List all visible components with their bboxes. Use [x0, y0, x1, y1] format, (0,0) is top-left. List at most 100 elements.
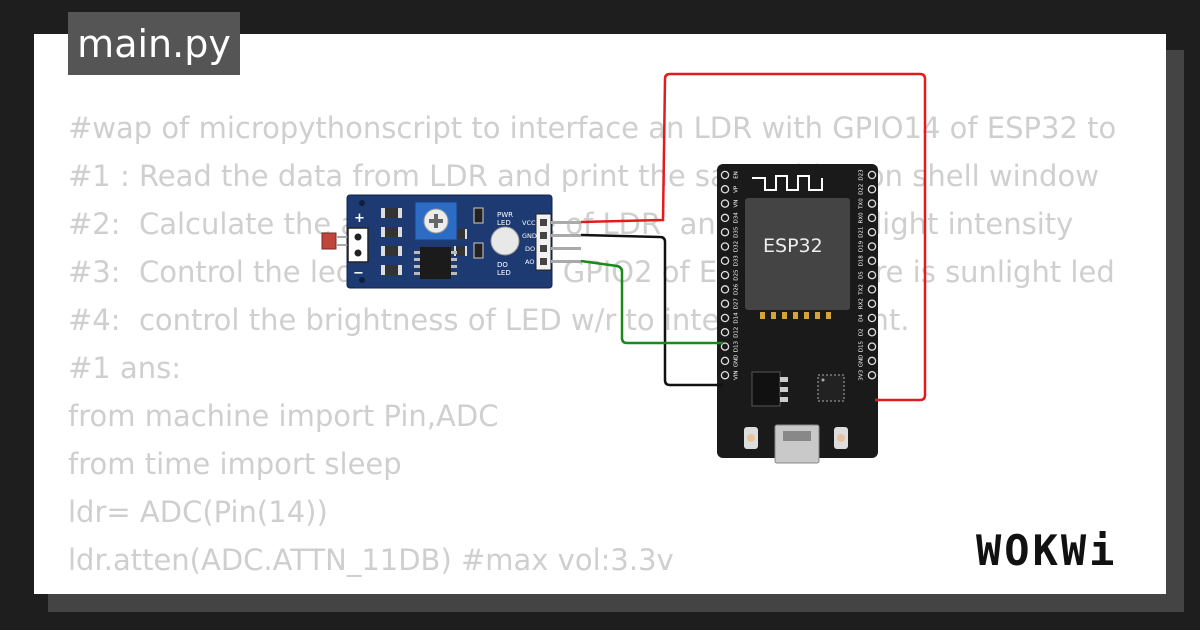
esp32-pin-label: VP — [734, 185, 740, 193]
esp32-pin[interactable] — [867, 242, 877, 251]
esp32-pin[interactable] — [720, 270, 730, 280]
esp32-module — [745, 198, 850, 310]
pwr-led-label: LED — [497, 219, 511, 227]
esp32-pin-label: D4 — [859, 314, 865, 322]
esp32-pin[interactable] — [867, 356, 877, 366]
code-line: from machine import Pin,ADC — [68, 399, 499, 433]
ldr-header-pins — [551, 221, 581, 263]
esp32-pin-label: D25 — [734, 269, 740, 281]
esp32-pin-label: D19 — [859, 240, 865, 252]
esp32-pin[interactable] — [720, 242, 730, 251]
esp32-pin-label: D15 — [859, 340, 865, 352]
esp32-pin-label: VN — [734, 200, 740, 208]
boot-button[interactable] — [744, 427, 758, 449]
minus-label: − — [353, 266, 364, 281]
do-led-label: LED — [497, 269, 511, 277]
esp32-pin-label: D34 — [734, 212, 740, 224]
code-line: ldr.atten(ADC.ATTN_11DB) #max vol:3.3v — [68, 543, 674, 577]
code-line: from time import sleep — [68, 447, 402, 481]
esp32-pin[interactable] — [720, 356, 730, 366]
antenna-trace — [752, 175, 823, 191]
esp32-pin-label: RX2 — [859, 298, 865, 309]
esp32-pin[interactable] — [867, 270, 877, 280]
esp32-board[interactable]: ESP32 ENVPVND34D35D32D33D25D26D27D14D12D… — [717, 164, 878, 464]
do-led-label: DO — [497, 261, 508, 269]
file-tab[interactable]: main.py — [68, 12, 240, 75]
esp32-pin-holes — [720, 170, 877, 380]
esp32-pin-label: GND — [734, 355, 740, 368]
esp32-pin[interactable] — [720, 342, 730, 351]
pwr-led — [473, 207, 484, 224]
smd-resistors — [381, 208, 467, 275]
esp32-pin-label: TX2 — [859, 284, 865, 296]
esp32-pin-label: D32 — [734, 241, 740, 252]
esp32-pin[interactable] — [720, 285, 730, 294]
pin-label-vcc: VCC — [522, 219, 536, 227]
esp32-pin-label: GND — [859, 355, 865, 368]
photoresistor — [321, 232, 337, 250]
esp32-pin-label: D18 — [859, 255, 865, 267]
ldr-module[interactable]: + − PWR LED DO — [321, 194, 581, 289]
do-led — [473, 242, 484, 259]
esp32-pin[interactable] — [720, 328, 730, 337]
esp32-pin[interactable] — [867, 328, 877, 337]
code-line: ldr= ADC(Pin(14)) — [68, 495, 328, 529]
ao-wire[interactable] — [580, 259, 723, 345]
esp32-pin-label: EN — [734, 171, 740, 179]
esp32-pin-label: RX0 — [859, 212, 865, 224]
esp32-pin[interactable] — [720, 213, 730, 223]
esp32-pin[interactable] — [867, 256, 877, 266]
wokwi-logo: WOKWi — [976, 526, 1118, 575]
esp32-pin[interactable] — [867, 370, 877, 380]
esp32-pin-label: 3V3 — [859, 369, 865, 380]
esp32-pin[interactable] — [867, 342, 877, 351]
esp32-pin-label: D2 — [859, 328, 865, 336]
wires[interactable] — [580, 72, 927, 402]
esp32-pin[interactable] — [867, 299, 877, 308]
code-line: while 1: — [68, 584, 1116, 594]
reset-button[interactable] — [834, 427, 848, 449]
code-line: #1 ans: — [68, 351, 181, 385]
esp32-pin[interactable] — [720, 313, 730, 323]
esp32-pin[interactable] — [867, 170, 877, 180]
esp32-pin[interactable] — [720, 256, 730, 266]
esp32-pin-label: D13 — [734, 340, 740, 352]
plus-label: + — [354, 211, 365, 226]
comparator-chip — [414, 247, 457, 279]
esp32-pin-label: D27 — [734, 298, 740, 310]
esp32-pin[interactable] — [720, 227, 730, 237]
esp32-pin-label: D23 — [859, 169, 865, 181]
esp32-pin[interactable] — [867, 213, 877, 223]
gnd-wire[interactable] — [580, 233, 723, 387]
esp32-pin-label: D22 — [859, 184, 865, 195]
esp32-pin-label: D33 — [734, 255, 740, 267]
esp32-pin[interactable] — [720, 199, 730, 208]
esp32-pin[interactable] — [867, 313, 877, 323]
esp32-pin[interactable] — [867, 199, 877, 208]
esp32-pin[interactable] — [720, 370, 730, 380]
pin-label-ao: AO — [525, 258, 534, 266]
vcc-wire[interactable] — [580, 72, 927, 402]
esp32-pin-label: VIN — [734, 370, 740, 380]
esp32-pin-label: D26 — [734, 283, 740, 295]
micro-usb-port — [774, 424, 820, 464]
esp32-pin-label: D35 — [734, 226, 740, 238]
voltage-regulator — [751, 371, 788, 407]
pwr-led-label: PWR — [497, 211, 513, 219]
ldr-sensor-disc — [490, 226, 520, 256]
esp32-pin-label: D5 — [859, 271, 865, 279]
esp32-pin-label: D12 — [734, 327, 740, 338]
esp32-pin-label: D14 — [734, 312, 740, 324]
esp32-pin[interactable] — [867, 285, 877, 294]
esp32-pin[interactable] — [720, 185, 730, 194]
esp32-pin[interactable] — [867, 227, 877, 237]
potentiometer[interactable] — [414, 201, 458, 241]
pin-label-do: DO — [525, 245, 535, 253]
esp32-pin-label: D21 — [859, 227, 865, 238]
esp32-pin[interactable] — [867, 185, 877, 194]
esp32-pin[interactable] — [720, 170, 730, 180]
esp32-pin[interactable] — [720, 299, 730, 308]
module-pads — [760, 312, 831, 319]
